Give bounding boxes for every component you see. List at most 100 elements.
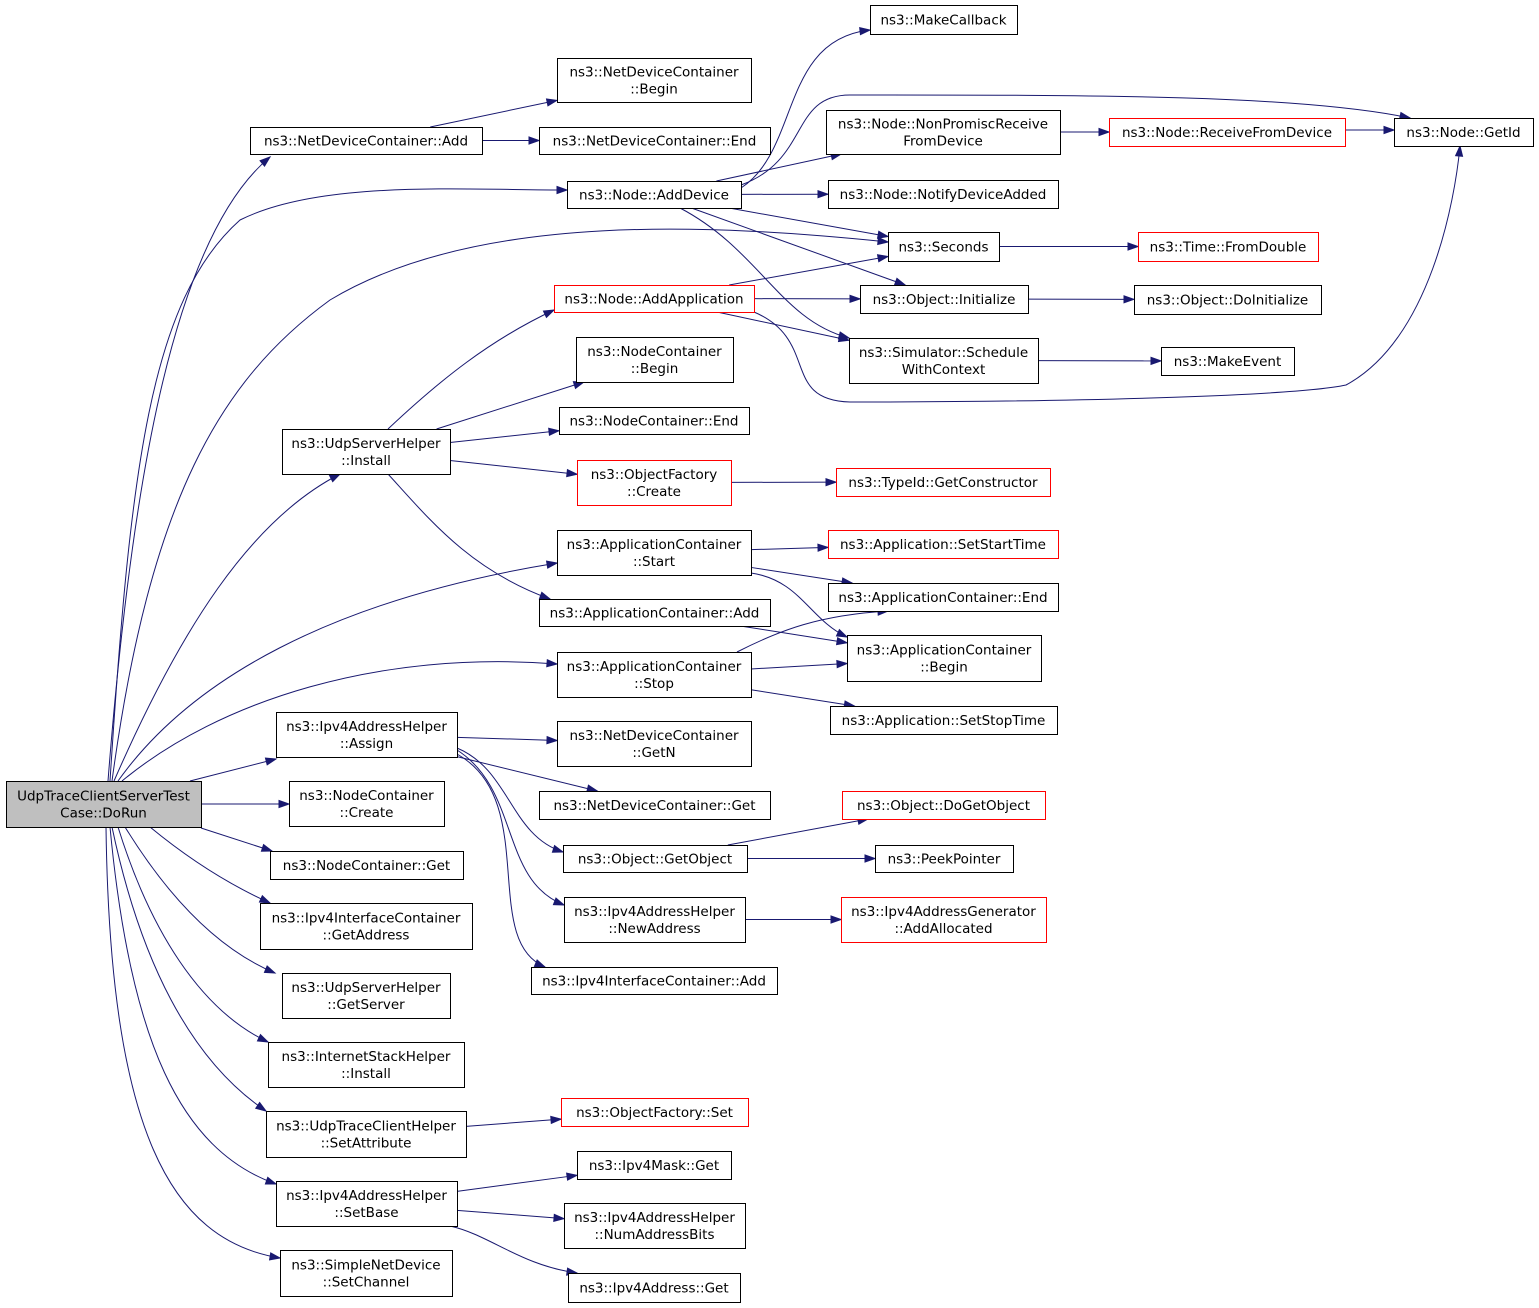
- node-ipv4ah-numbits[interactable]: ns3::Ipv4AddressHelper::NumAddressBits: [564, 1203, 746, 1249]
- node-ipv4ag-addallocated[interactable]: ns3::Ipv4AddressGenerator::AddAllocated: [841, 897, 1047, 943]
- node-receivefromdevice[interactable]: ns3::Node::ReceiveFromDevice: [1109, 118, 1346, 147]
- edge-udpserver_install-to-ac_add: [387, 473, 552, 600]
- node-label: ns3::Ipv4InterfaceContainer: [272, 911, 461, 927]
- node-label: ::NumAddressBits: [594, 1227, 714, 1243]
- node-box: [1138, 232, 1319, 262]
- edge-root-to-ac_start: [117, 560, 559, 782]
- node-ac-end[interactable]: ns3::ApplicationContainer::End: [828, 583, 1059, 612]
- node-nc-get[interactable]: ns3::NodeContainer::Get: [270, 851, 464, 880]
- node-ac-add[interactable]: ns3::ApplicationContainer::Add: [539, 599, 771, 627]
- node-box: [828, 530, 1059, 559]
- node-label: ns3::NodeContainer: [299, 788, 434, 804]
- node-box: [268, 1042, 465, 1088]
- edge-ipv4ah_newaddress-to-ipv4ag_addallocated: [745, 915, 843, 924]
- node-ipv4addr-get[interactable]: ns3::Ipv4Address::Get: [568, 1273, 741, 1303]
- node-getobject[interactable]: ns3::Object::GetObject: [563, 845, 748, 873]
- node-box: [1134, 285, 1322, 315]
- node-box: [554, 285, 755, 313]
- node-box: [557, 58, 752, 103]
- node-makecallback[interactable]: ns3::MakeCallback: [870, 5, 1018, 35]
- node-label: ns3::Object::Initialize: [873, 292, 1016, 308]
- node-nc-end[interactable]: ns3::NodeContainer::End: [559, 407, 750, 435]
- node-of-create[interactable]: ns3::ObjectFactory::Create: [577, 460, 732, 506]
- node-label: ns3::Time::FromDouble: [1150, 240, 1307, 256]
- node-label: ns3::Ipv4Address::Get: [579, 1281, 728, 1297]
- edge-ipv4ah_setbase-to-ipv4addr_get: [449, 1225, 579, 1276]
- node-label: ns3::Object::GetObject: [578, 852, 732, 868]
- node-ndc-get[interactable]: ns3::NetDeviceContainer::Get: [539, 791, 771, 820]
- node-box: [849, 338, 1039, 384]
- edge-root-to-ish_install: [117, 826, 270, 1043]
- node-ndc-begin[interactable]: ns3::NetDeviceContainer::Begin: [557, 58, 752, 103]
- node-udpserver-install[interactable]: ns3::UdpServerHelper::Install: [282, 429, 451, 475]
- edge-root-to-snd_setchannel: [105, 826, 282, 1261]
- edge-sim_schedule-to-makeevent: [1037, 356, 1163, 366]
- node-box: [568, 1273, 741, 1303]
- node-dogetobject[interactable]: ns3::Object::DoGetObject: [842, 791, 1046, 820]
- node-of-set[interactable]: ns3::ObjectFactory::Set: [561, 1098, 749, 1127]
- edge-root-to-ndc_add: [107, 156, 272, 782]
- node-box: [1394, 118, 1534, 147]
- node-node-addapp[interactable]: ns3::Node::AddApplication: [554, 285, 755, 313]
- node-seconds[interactable]: ns3::Seconds: [888, 232, 1000, 262]
- node-box: [860, 285, 1029, 314]
- node-box: [282, 429, 451, 475]
- node-node-adddevice[interactable]: ns3::Node::AddDevice: [567, 181, 742, 209]
- node-label: ns3::SimpleNetDevice: [291, 1258, 440, 1274]
- node-utch-setattr[interactable]: ns3::UdpTraceClientHelper::SetAttribute: [266, 1111, 467, 1158]
- node-label: ns3::Application::SetStopTime: [842, 713, 1046, 729]
- node-label: ::Begin: [920, 660, 968, 676]
- node-getconstructor[interactable]: ns3::TypeId::GetConstructor: [836, 468, 1051, 497]
- node-box: [577, 460, 732, 506]
- node-snd-setchannel[interactable]: ns3::SimpleNetDevice::SetChannel: [280, 1250, 453, 1297]
- node-ac-stop[interactable]: ns3::ApplicationContainer::Stop: [557, 652, 752, 698]
- node-ipv4ah-assign[interactable]: ns3::Ipv4AddressHelper::Assign: [276, 712, 458, 758]
- node-label: ns3::Application::SetStartTime: [840, 537, 1046, 553]
- node-box: [842, 791, 1046, 820]
- node-label: ::AddAllocated: [894, 921, 992, 937]
- node-label: ns3::Object::DoGetObject: [857, 798, 1030, 814]
- node-ndc-getn[interactable]: ns3::NetDeviceContainer::GetN: [557, 721, 752, 767]
- node-getid[interactable]: ns3::Node::GetId: [1394, 118, 1534, 147]
- edge-root-to-ac_stop: [121, 658, 559, 782]
- edge-ac_start-to-app_setstart: [750, 543, 830, 552]
- node-ipv4ah-setbase[interactable]: ns3::Ipv4AddressHelper::SetBase: [276, 1181, 458, 1227]
- node-box: [828, 583, 1059, 612]
- node-label: ns3::ApplicationContainer: [567, 659, 742, 675]
- node-ipv4ic-getaddress[interactable]: ns3::Ipv4InterfaceContainer::GetAddress: [260, 903, 473, 950]
- node-udpserver-getserver[interactable]: ns3::UdpServerHelper::GetServer: [282, 973, 451, 1019]
- node-app-setstop[interactable]: ns3::Application::SetStopTime: [830, 706, 1058, 735]
- edge-node_addapp-to-obj_initialize: [753, 294, 862, 304]
- edge-receivefromdevice-to-getid: [1345, 125, 1396, 135]
- node-nc-create[interactable]: ns3::NodeContainer::Create: [289, 781, 445, 827]
- edge-nonpromisc-to-receivefromdevice: [1060, 127, 1111, 137]
- node-ish-install[interactable]: ns3::InternetStackHelper::Install: [268, 1042, 465, 1088]
- node-notifydeviceadded[interactable]: ns3::Node::NotifyDeviceAdded: [828, 180, 1059, 209]
- node-obj-initialize[interactable]: ns3::Object::Initialize: [860, 285, 1029, 314]
- node-label: ::SetAttribute: [321, 1136, 412, 1152]
- node-label: ns3::UdpTraceClientHelper: [276, 1119, 456, 1135]
- node-ac-start[interactable]: ns3::ApplicationContainer::Start: [557, 530, 752, 576]
- node-peekpointer[interactable]: ns3::PeekPointer: [875, 845, 1014, 873]
- edge-ndc_add-to-ndc_begin: [430, 98, 559, 128]
- node-app-setstart[interactable]: ns3::Application::SetStartTime: [828, 530, 1059, 559]
- node-ipv4ic-add[interactable]: ns3::Ipv4InterfaceContainer::Add: [531, 967, 778, 995]
- node-label: ns3::MakeEvent: [1174, 354, 1282, 370]
- node-nc-begin[interactable]: ns3::NodeContainer::Begin: [576, 337, 734, 383]
- node-ipv4mask-get[interactable]: ns3::Ipv4Mask::Get: [577, 1151, 732, 1180]
- node-obj-doinitialize[interactable]: ns3::Object::DoInitialize: [1134, 285, 1322, 315]
- node-label: ns3::Node::AddApplication: [564, 292, 743, 308]
- node-makeevent[interactable]: ns3::MakeEvent: [1161, 347, 1295, 376]
- node-fromdouble[interactable]: ns3::Time::FromDouble: [1138, 232, 1319, 262]
- edge-ipv4ah_setbase-to-ipv4ah_numbits: [456, 1209, 566, 1222]
- edge-ac_stop-to-ac_begin: [750, 659, 849, 670]
- node-ndc-add[interactable]: ns3::NetDeviceContainer::Add: [250, 127, 483, 155]
- node-ac-begin[interactable]: ns3::ApplicationContainer::Begin: [847, 635, 1042, 682]
- edge-root-to-nc_create: [201, 799, 291, 809]
- node-ndc-end[interactable]: ns3::NetDeviceContainer::End: [539, 127, 771, 155]
- node-ipv4ah-newaddress[interactable]: ns3::Ipv4AddressHelper::NewAddress: [564, 897, 746, 943]
- node-label: ns3::Ipv4AddressHelper: [574, 904, 735, 920]
